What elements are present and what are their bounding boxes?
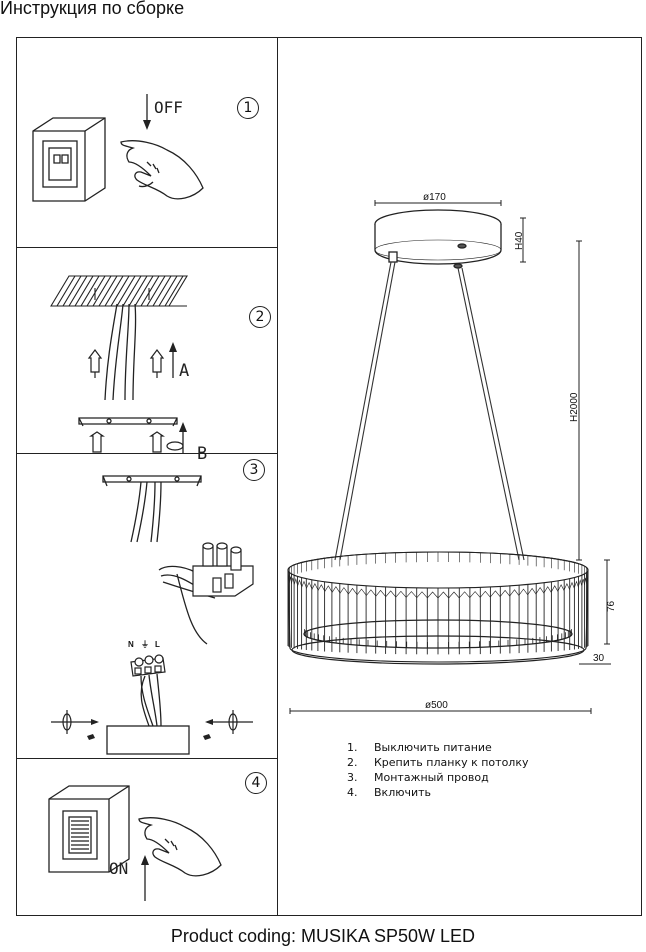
- step-item: 4. Включить: [347, 785, 528, 800]
- label-b: B: [197, 444, 208, 464]
- dim-canopy-height: H40: [514, 231, 525, 250]
- page-title: Инструкция по сборке: [0, 0, 185, 18]
- step-2-number: 2: [249, 306, 271, 328]
- step-number: 4.: [347, 786, 358, 799]
- off-label: OFF: [154, 98, 183, 117]
- step-number: 2.: [347, 756, 358, 769]
- step-3-panel: N ⏚ L 3: [17, 454, 278, 759]
- step-3-number: 3: [243, 459, 265, 481]
- step-text: Выключить питание: [374, 741, 492, 754]
- dim-canopy-diameter: ø170: [423, 192, 446, 203]
- dim-ring-height: 76: [606, 600, 617, 612]
- canopy: [374, 209, 502, 269]
- instruction-frame: OFF 1: [16, 37, 642, 916]
- chandelier-drawing: [287, 200, 611, 714]
- suspension-cables: [334, 261, 525, 561]
- step-1-panel: OFF 1: [17, 38, 278, 248]
- step-2-panel: A B 2: [17, 248, 278, 464]
- dim-total-height: H2000: [569, 392, 580, 422]
- wire-label-l: L: [155, 640, 160, 649]
- step-number: 3.: [347, 771, 358, 784]
- crystal-ring: [287, 551, 589, 665]
- steps-list: 1. Выключить питание 2. Крепить планку к п…: [347, 740, 528, 800]
- step-4-panel: ON 4: [17, 759, 278, 916]
- step-text: Крепить планку к потолку: [374, 756, 529, 769]
- step-text: Включить: [374, 786, 432, 799]
- step-text: Монтажный провод: [374, 771, 489, 784]
- dimension-lines: [289, 200, 611, 714]
- step-item: 3. Монтажный провод: [347, 770, 528, 785]
- step-item: 1. Выключить питание: [347, 740, 528, 755]
- dim-ring-width: 30: [593, 653, 605, 664]
- on-label: ON: [109, 859, 129, 878]
- product-coding: Product coding: MUSIKA SP50W LED: [170, 926, 476, 946]
- wiring-illustration: [51, 475, 254, 755]
- step-item: 2. Крепить планку к потолку: [347, 755, 528, 770]
- step-number: 1.: [347, 741, 358, 754]
- ceiling-mount-illustration: [50, 275, 188, 454]
- wire-label-earth: ⏚: [141, 640, 149, 649]
- step-4-number: 4: [245, 772, 267, 794]
- wire-label-n: N: [128, 640, 134, 649]
- step-1-number: 1: [237, 97, 259, 119]
- label-a: A: [179, 361, 190, 381]
- switch-on-illustration: [48, 785, 222, 901]
- switch-off-illustration: [32, 94, 204, 202]
- dim-ring-diameter: ø500: [425, 700, 448, 711]
